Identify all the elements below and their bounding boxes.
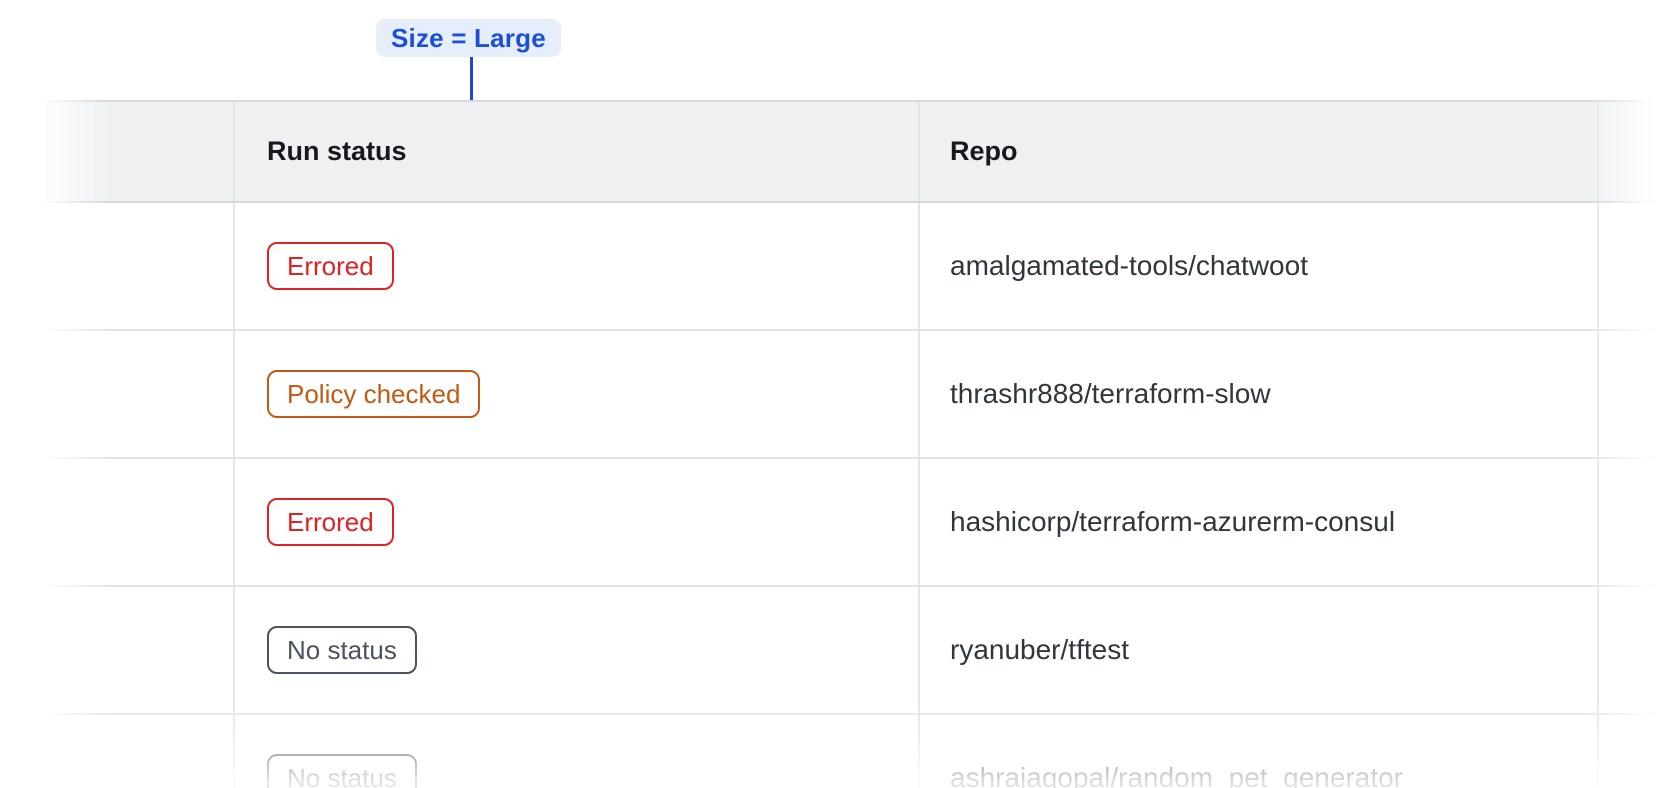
cell-repo: hashicorp/terraform-azurerm-consul: [918, 459, 1597, 585]
run-status-badge: Policy checked: [267, 370, 481, 418]
table-row[interactable]: Policy checked thrashr888/terraform-slow: [46, 331, 1660, 459]
cell-blank: [46, 587, 233, 713]
cell-cropped: [1597, 203, 1660, 329]
runs-table: Run status Repo Errored amalgamated-tools…: [46, 100, 1660, 788]
run-status-badge: Errored: [267, 498, 394, 546]
repo-name: ryanuber/tftest: [950, 634, 1129, 665]
cell-cropped: [1597, 587, 1660, 713]
cell-repo: ashrajagopal/random_pet_generator: [918, 715, 1597, 788]
header-cell-blank: [46, 102, 233, 201]
repo-name: thrashr888/terraform-slow: [950, 378, 1271, 409]
run-status-badge: No status: [267, 754, 417, 788]
cell-run-status: No status: [233, 715, 918, 788]
repo-name: hashicorp/terraform-azurerm-consul: [950, 506, 1396, 537]
table-row[interactable]: Errored amalgamated-tools/chatwoot: [46, 203, 1660, 331]
cell-blank: [46, 203, 233, 329]
cell-blank: [46, 459, 233, 585]
header-cell-cropped: [1597, 102, 1660, 201]
run-status-badge: Errored: [267, 242, 394, 290]
cell-run-status: No status: [233, 587, 918, 713]
cell-run-status: Errored: [233, 203, 918, 329]
table-row[interactable]: Errored hashicorp/terraform-azurerm-consu…: [46, 459, 1660, 587]
cell-repo: thrashr888/terraform-slow: [918, 331, 1597, 457]
cell-repo: amalgamated-tools/chatwoot: [918, 203, 1597, 329]
cell-cropped: [1597, 459, 1660, 585]
repo-name: amalgamated-tools/chatwoot: [950, 250, 1308, 281]
run-status-badge: No status: [267, 626, 417, 674]
cell-cropped: [1597, 331, 1660, 457]
cell-repo: ryanuber/tftest: [918, 587, 1597, 713]
cell-run-status: Policy checked: [233, 331, 918, 457]
repo-name: ashrajagopal/random_pet_generator: [950, 762, 1403, 788]
table-header-row: Run status Repo: [46, 100, 1660, 203]
cell-run-status: Errored: [233, 459, 918, 585]
header-cell-run-status: Run status: [233, 102, 918, 201]
cell-blank: [46, 715, 233, 788]
size-large-callout-label: Size = Large: [391, 22, 546, 53]
header-label-repo: Repo: [950, 136, 1018, 166]
header-cell-repo: Repo: [918, 102, 1597, 201]
table-row[interactable]: No status ashrajagopal/random_pet_generat…: [46, 715, 1660, 788]
table-row[interactable]: No status ryanuber/tftest: [46, 587, 1660, 715]
cell-cropped: [1597, 715, 1660, 788]
size-large-callout-pill: Size = Large: [376, 19, 561, 57]
cell-blank: [46, 331, 233, 457]
header-label-run-status: Run status: [267, 136, 407, 166]
